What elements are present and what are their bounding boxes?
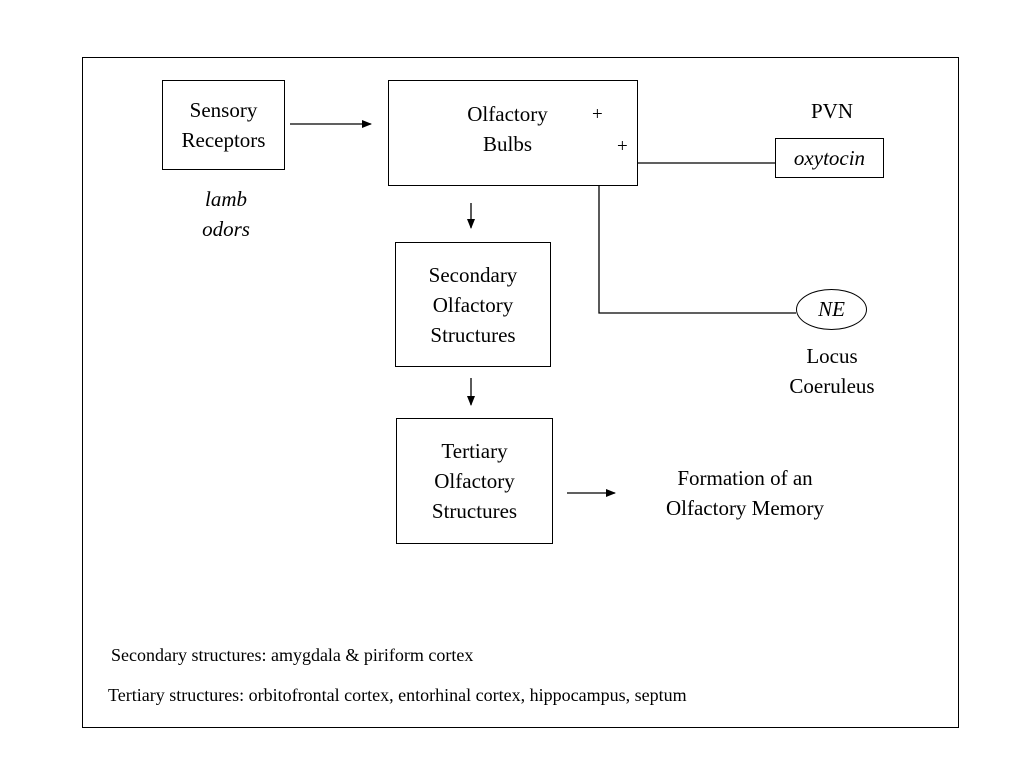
sensory-receptors-box: Sensory Receptors bbox=[162, 80, 285, 170]
olfactory-bulbs-label: Olfactory Bulbs bbox=[440, 99, 575, 159]
olfactory-bulbs-box bbox=[388, 80, 638, 186]
olfactory-bulbs-line1: Olfactory bbox=[467, 102, 548, 126]
tertiary-line1: Tertiary bbox=[441, 439, 508, 463]
sensory-receptors-line2: Receptors bbox=[181, 128, 266, 152]
plus-side-sign: + bbox=[617, 136, 628, 157]
plus-top-sign: + bbox=[592, 104, 603, 125]
tertiary-line2: Olfactory bbox=[434, 469, 515, 493]
diagram-frame bbox=[82, 57, 959, 728]
tertiary-structures-box: Tertiary Olfactory Structures bbox=[396, 418, 553, 544]
odors-label: odors bbox=[202, 217, 250, 241]
secondary-structures-note: Secondary structures: amygdala & pirifor… bbox=[111, 645, 474, 665]
tertiary-line3: Structures bbox=[431, 499, 518, 523]
secondary-line2: Olfactory bbox=[432, 292, 514, 317]
arrow-ne-to-bulbs bbox=[595, 133, 796, 314]
olfactory-bulbs-line2: Bulbs bbox=[482, 132, 532, 156]
sensory-receptors-line1: Sensory bbox=[189, 98, 258, 122]
pvn-label: PVN bbox=[810, 99, 853, 123]
oxytocin-text: oxytocin bbox=[793, 146, 866, 170]
secondary-structures-box: Secondary Olfactory Structures bbox=[395, 242, 551, 367]
secondary-line3: Structures bbox=[430, 322, 516, 347]
secondary-line1: Secondary bbox=[428, 262, 518, 287]
memory-line1: Formation of an bbox=[677, 466, 813, 490]
locus-coeruleus-label: Locus Coeruleus bbox=[762, 341, 902, 401]
lamb-odors-label: lamb odors bbox=[176, 184, 276, 244]
lamb-label: lamb bbox=[205, 187, 247, 211]
memory-label: Formation of an Olfactory Memory bbox=[632, 463, 858, 523]
ne-text: NE bbox=[818, 297, 845, 321]
locus-label: Locus bbox=[806, 344, 858, 368]
oxytocin-box: oxytocin bbox=[775, 138, 884, 178]
ne-oval: NE bbox=[796, 289, 867, 330]
coeruleus-label: Coeruleus bbox=[789, 374, 875, 398]
memory-line2: Olfactory Memory bbox=[665, 496, 825, 520]
tertiary-structures-note: Tertiary structures: orbitofrontal corte… bbox=[108, 685, 687, 705]
